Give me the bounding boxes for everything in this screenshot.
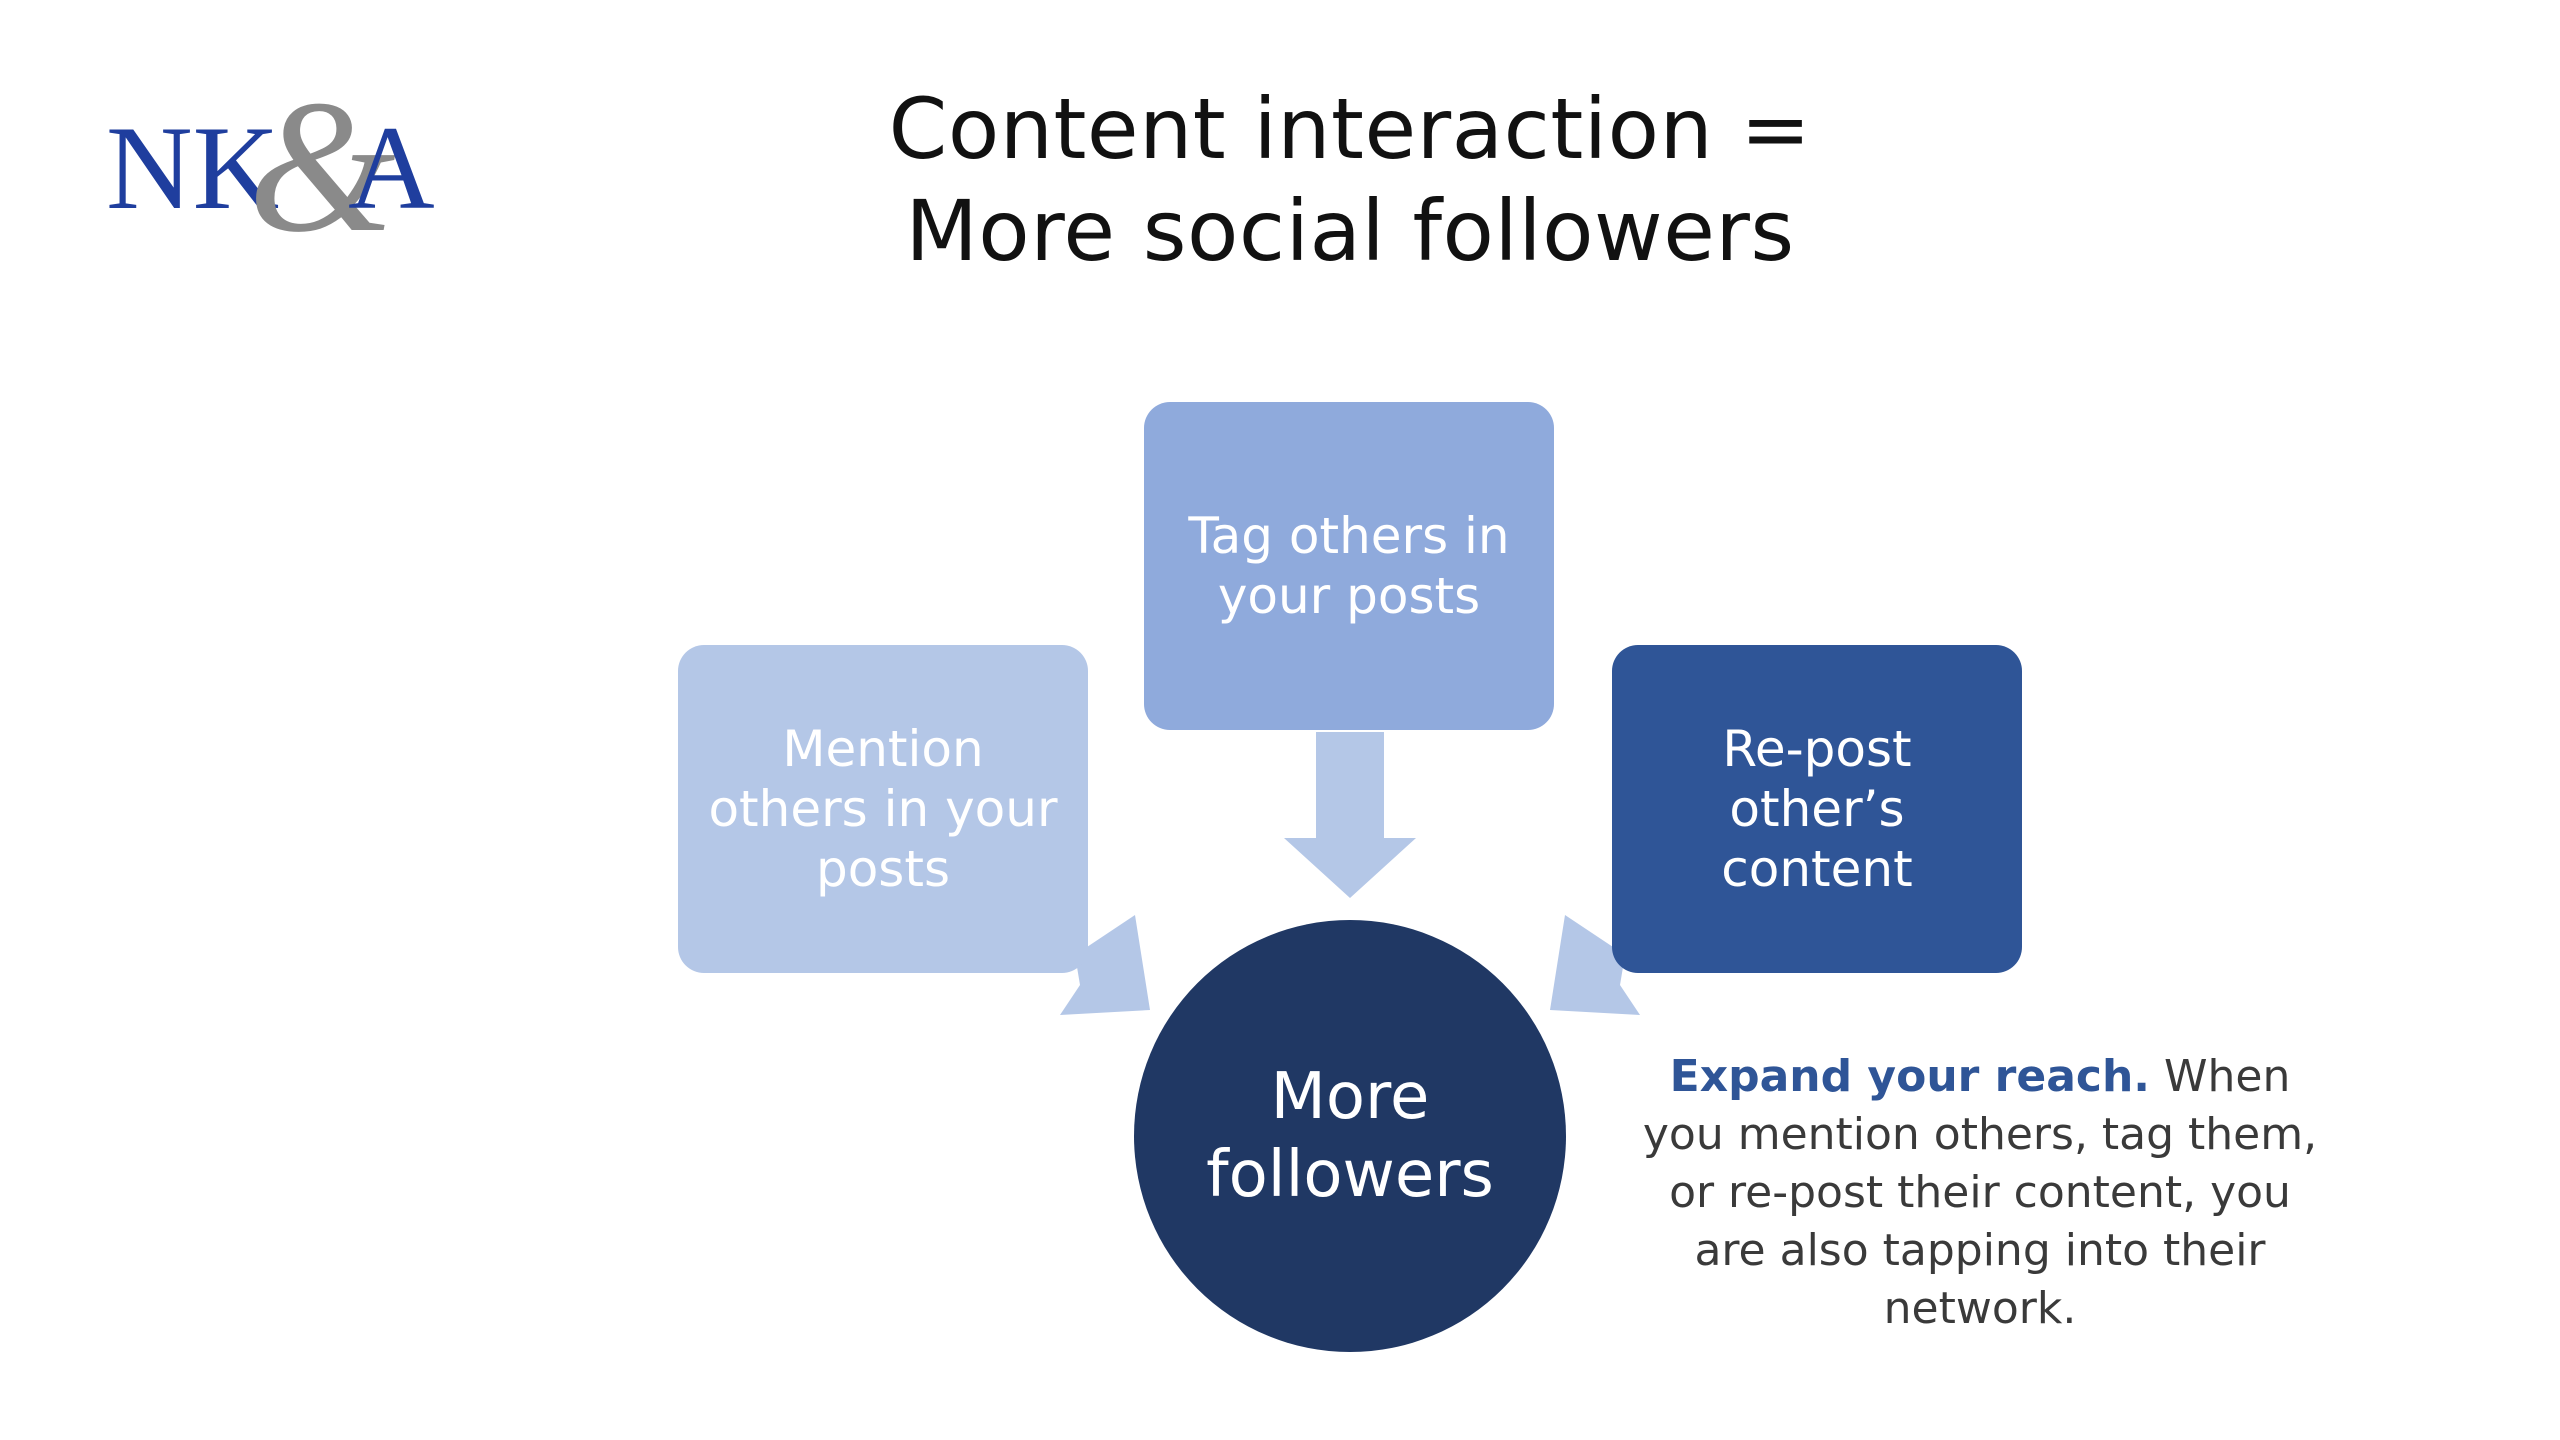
box-mention-label: Mention others in your posts [708,720,1058,898]
center-label: More followers [1206,1060,1494,1212]
box-repost-content: Re-post other’s content [1612,645,2022,973]
arrow-down-right-icon [1060,915,1150,1015]
box-mention-others: Mention others in your posts [678,645,1088,973]
arrow-down-left-icon [1550,915,1640,1015]
logo-ampersand: & [248,62,396,272]
caption-lead: Expand your reach. [1669,1051,2151,1102]
logo-a: A [348,101,435,234]
caption-text: Expand your reach. When you mention othe… [1640,1048,2320,1338]
box-tag-others: Tag others in your posts [1144,402,1554,730]
title-line-1: Content interaction = [888,80,1812,178]
title-line-2: More social followers [905,182,1795,280]
nka-logo: NK & A [100,60,460,280]
arrow-down-icon [1284,732,1416,898]
logo-graphic: NK & A [106,62,435,272]
box-repost-label: Re-post other’s content [1721,720,1913,898]
center-more-followers: More followers [1134,920,1566,1352]
logo-nk: NK [106,101,279,234]
caption-body: When you mention others, tag them, or re… [1642,1051,2318,1334]
box-tag-label: Tag others in your posts [1188,507,1510,625]
slide-title: Content interaction = More social follow… [680,78,2020,282]
